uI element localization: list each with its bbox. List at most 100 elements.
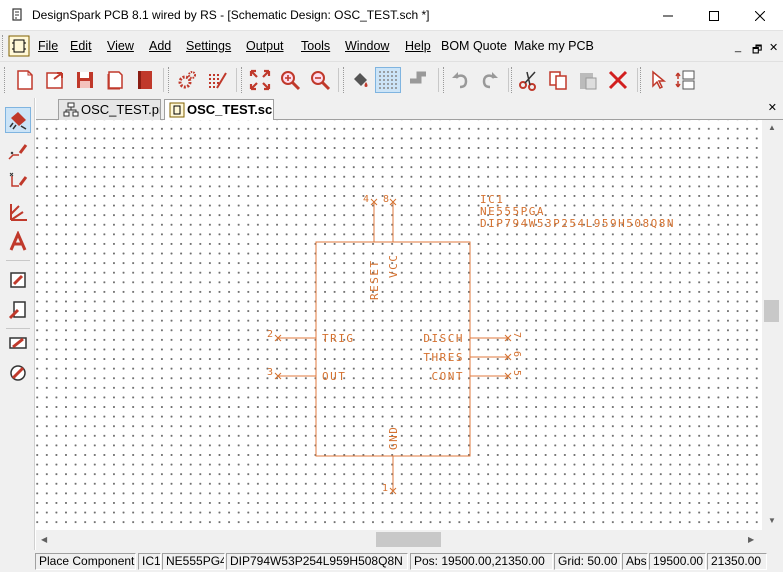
add-connection-tool[interactable] [5, 138, 31, 164]
menu-grip[interactable] [2, 35, 5, 57]
toolbar-grip[interactable] [443, 67, 446, 93]
horizontal-scrollbar[interactable]: ◀ ▶ [36, 530, 762, 550]
mdi-restore-button[interactable]: 🗗 [752, 44, 763, 56]
toolbar-separator [637, 68, 638, 92]
pin-out-label: OUT [322, 370, 346, 383]
minimize-button[interactable] [645, 0, 691, 31]
document-icon[interactable] [8, 35, 30, 57]
pin-4-number: 4 [363, 194, 371, 205]
pin-7-number: 7 [511, 332, 522, 340]
design-rules-button[interactable] [204, 67, 230, 93]
document-tabs: OSC_TEST.pr OSC_TEST.sch ✕ [36, 98, 783, 121]
zoom-fit-button[interactable] [247, 67, 273, 93]
menu-settings[interactable]: Settings [186, 39, 232, 53]
menu-add[interactable]: Add [149, 39, 172, 53]
left-toolbar-separator [6, 260, 30, 261]
menu-bom-quote[interactable]: BOM Quote [441, 39, 507, 53]
grid-toggle-icon [379, 71, 397, 89]
add-net-tool[interactable] [5, 168, 31, 194]
main-toolbar [0, 61, 783, 98]
scroll-left-icon[interactable]: ◀ [41, 535, 48, 544]
title-bar: DesignSpark PCB 8.1 wired by RS - [Schem… [0, 0, 783, 31]
library-button[interactable] [132, 67, 158, 93]
paint-bucket-icon [354, 73, 368, 87]
toolbar-grip[interactable] [511, 67, 514, 93]
add-no-connect-tool[interactable] [5, 360, 31, 386]
settings-gear-icon [178, 71, 196, 89]
add-port-tool[interactable] [5, 297, 31, 323]
tab-project[interactable]: OSC_TEST.pr [58, 99, 161, 120]
new-file-icon [17, 70, 33, 90]
scroll-down-icon[interactable]: ▼ [768, 516, 776, 525]
menu-output[interactable]: Output [246, 39, 284, 53]
open-file-icon [46, 72, 63, 89]
undo-button[interactable] [447, 67, 473, 93]
menu-help[interactable]: Help [405, 39, 431, 53]
menu-window[interactable]: Window [345, 39, 390, 53]
menu-view[interactable]: View [107, 39, 134, 53]
add-component-tool[interactable] [5, 107, 31, 133]
select-button[interactable] [644, 67, 670, 93]
ratsnest-icon [410, 71, 426, 84]
close-button[interactable] [737, 0, 783, 31]
add-block-icon [10, 272, 26, 288]
menu-edit[interactable]: Edit [70, 39, 92, 53]
copy-button[interactable] [545, 67, 571, 93]
menu-file[interactable]: File [38, 39, 59, 53]
toolbar-grip[interactable] [241, 67, 244, 93]
add-shape-tool[interactable] [5, 330, 31, 356]
add-bus-icon [10, 204, 27, 221]
pin-3-number: 3 [267, 367, 275, 378]
menu-tools[interactable]: Tools [301, 39, 331, 53]
cut-button[interactable] [515, 67, 541, 93]
new-file-button[interactable] [12, 67, 38, 93]
grid-toggle-button[interactable] [375, 67, 401, 93]
select-pointer-icon [652, 70, 667, 90]
pin-vcc-label: VCC [387, 254, 400, 278]
open-file-button[interactable] [42, 67, 68, 93]
vertical-scrollbar[interactable]: ▲ ▼ [762, 120, 783, 530]
tab-close-button[interactable]: ✕ [767, 102, 777, 114]
pin-gnd-label: GND [387, 426, 400, 450]
app-icon [12, 8, 22, 21]
horizontal-scroll-thumb[interactable] [376, 532, 441, 547]
cut-icon [519, 71, 536, 91]
toolbar-grip[interactable] [640, 67, 643, 93]
pin-trig-label: TRIG [322, 332, 355, 345]
menu-bar: File Edit View Add Settings Output Tools… [0, 31, 783, 61]
status-y: 21350.00 [707, 553, 767, 570]
tab-schematic[interactable]: OSC_TEST.sch [164, 99, 274, 121]
settings-button[interactable] [174, 67, 200, 93]
ic1-ref-label: IC1 [480, 193, 504, 206]
vertical-scroll-thumb[interactable] [764, 300, 779, 322]
zoom-in-button[interactable] [277, 67, 303, 93]
zoom-out-button[interactable] [307, 67, 333, 93]
add-text-tool[interactable] [5, 229, 31, 255]
add-block-tool[interactable] [5, 267, 31, 293]
save-button[interactable] [72, 67, 98, 93]
schematic-canvas[interactable]: IC1 NE555PGA DIP794W53P254L959H508Q8N 4 … [36, 120, 762, 530]
properties-button[interactable] [672, 67, 698, 93]
ic1-footprint-label: DIP794W53P254L959H508Q8N [480, 217, 675, 230]
mdi-close-button[interactable]: ✕ [769, 42, 779, 54]
menu-make-my-pcb[interactable]: Make my PCB [514, 39, 594, 53]
toolbar-grip[interactable] [168, 67, 171, 93]
mdi-minimize-button[interactable]: _ [735, 41, 742, 53]
redo-button[interactable] [477, 67, 503, 93]
toolbar-grip[interactable] [343, 67, 346, 93]
scroll-up-icon[interactable]: ▲ [768, 123, 776, 132]
ratsnest-button[interactable] [405, 67, 431, 93]
delete-button[interactable] [605, 67, 631, 93]
fill-color-button[interactable] [347, 67, 373, 93]
scroll-right-icon[interactable]: ▶ [748, 535, 755, 544]
toolbar-grip[interactable] [4, 67, 7, 93]
toolbar-separator [163, 68, 164, 92]
add-connection-icon [8, 144, 28, 160]
add-bus-tool[interactable] [5, 198, 31, 224]
paste-button[interactable] [575, 67, 601, 93]
paste-icon [580, 73, 597, 90]
maximize-button[interactable] [691, 0, 737, 31]
maximize-icon [709, 10, 719, 21]
zoom-in-icon [281, 71, 301, 91]
save-all-button[interactable] [102, 67, 128, 93]
